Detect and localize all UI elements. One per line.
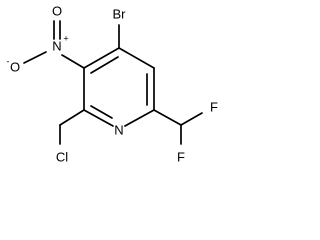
bond-c2-ch2 xyxy=(59,109,85,126)
bromine-label: Br xyxy=(113,6,127,21)
fluorine-bottom-label: F xyxy=(177,149,185,164)
fluorine-top-label: F xyxy=(210,99,218,114)
nitro-positive-charge: + xyxy=(63,33,68,43)
bond-nitro-n-o-single xyxy=(23,51,47,64)
ring-bond-c6-n xyxy=(124,109,155,127)
ring-double-bond-c2-n-inner xyxy=(90,105,113,119)
ring-bond-n-c2 xyxy=(83,109,114,127)
ring-nitrogen-label: N xyxy=(114,122,123,137)
nitro-single-bond-oxygen-label: O xyxy=(10,59,20,74)
ring-bond-c4-c5 xyxy=(118,47,155,69)
bond-c3-nitro-n xyxy=(61,54,85,69)
nitro-negative-charge: - xyxy=(7,56,10,66)
nitro-nitrogen-label: N xyxy=(52,38,61,53)
bond-c6-chf2 xyxy=(153,109,182,126)
nitro-double-bond-oxygen-label: O xyxy=(52,3,62,18)
chemical-structure-canvas: Br N N + O O - Cl F F xyxy=(6,3,219,165)
chlorine-label: Cl xyxy=(56,149,68,164)
molecule-svg: Br N N + O O - Cl F F xyxy=(7,3,219,164)
bond-chf2-f-top xyxy=(180,112,203,126)
ring-bond-c3-c4 xyxy=(83,47,120,69)
ring-double-bond-c3-c4-inner xyxy=(90,56,119,74)
